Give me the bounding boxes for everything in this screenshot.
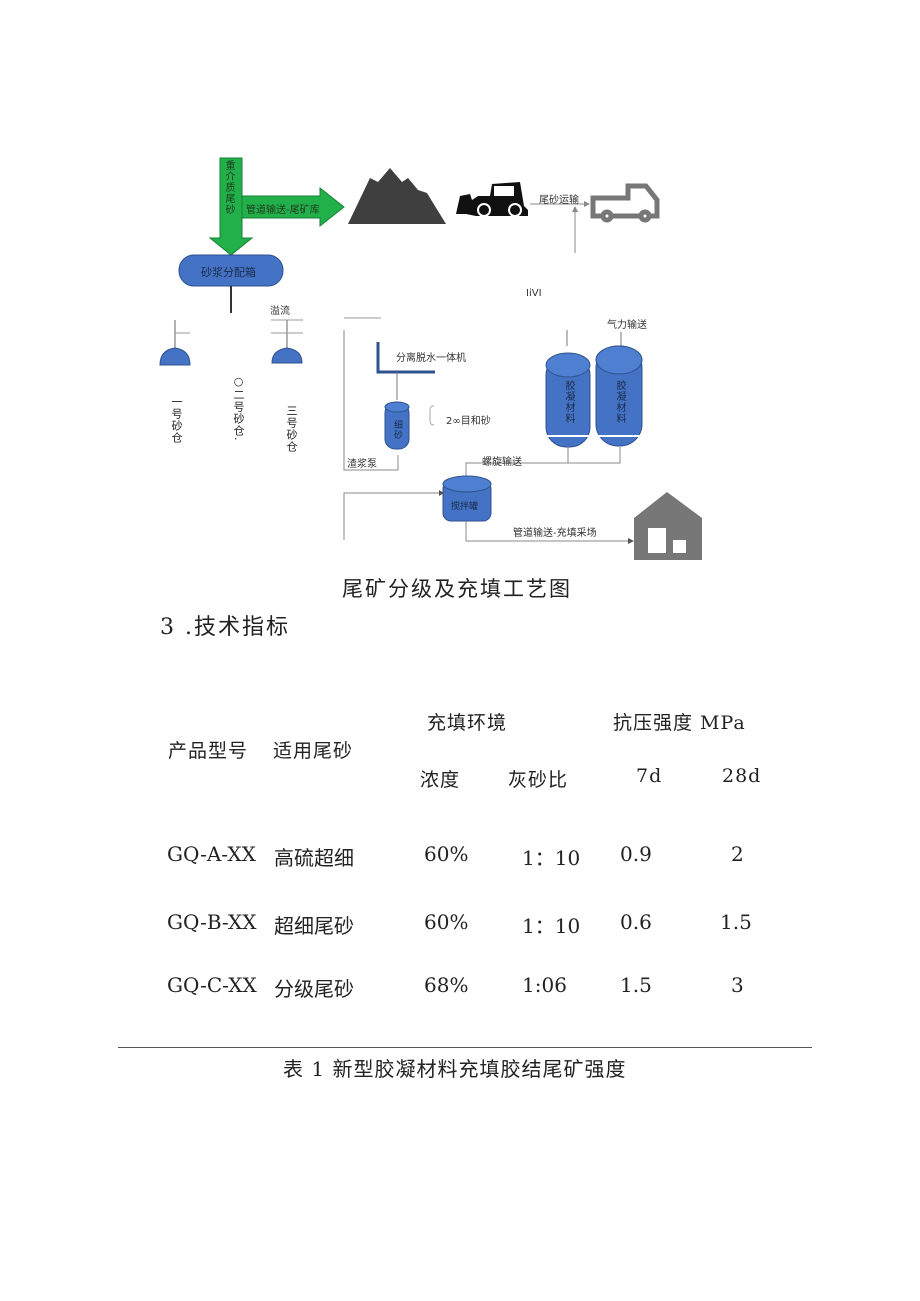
cell-concentration: 68% [424, 973, 469, 997]
header-ratio: 灰砂比 [508, 769, 569, 791]
header-model: 产品型号 [168, 740, 249, 762]
pneumatic-label: 气力输送 [607, 320, 647, 331]
pipe-to-stope-label: 管道输送-充填采场 [513, 528, 597, 539]
cell-7d: 1.5 [620, 973, 652, 997]
fine-sand-tank [384, 401, 410, 450]
binder-silo-2 [595, 345, 643, 447]
header-strength: 抗压强度 MPa [613, 712, 746, 734]
cell-tailings: 高硫超细 [274, 846, 354, 870]
section-heading: 3 .技术指标 [160, 615, 290, 640]
down-arrow-icon [208, 157, 254, 256]
truck-icon [590, 183, 660, 223]
dewatering-label: 分离脱水一体机 [396, 353, 466, 364]
tailings-dam-icon [348, 168, 446, 224]
stray-text: IiVI [526, 288, 542, 299]
cell-28d: 3 [731, 973, 744, 997]
header-concentration: 浓度 [420, 769, 461, 791]
pipe-to-dam-label: 管道输送-尾矿库 [246, 205, 320, 216]
mesh-sand-label: 2∞目和砂 [446, 416, 491, 427]
cell-28d: 2 [731, 842, 744, 866]
mixing-tank-label: 搅拌罐 [451, 502, 479, 512]
bin-3-label: 三号砂仓 [285, 405, 298, 453]
silo-1-label: 胶凝材料 [563, 380, 574, 424]
header-7d: 7d [636, 765, 663, 787]
distributor-label: 砂浆分配箱 [201, 266, 256, 279]
cell-ratio: 1：10 [522, 914, 581, 938]
cell-7d: 0.6 [620, 910, 652, 934]
cell-model: GQ-C-XX [167, 973, 257, 997]
header-28d: 28d [722, 765, 762, 787]
bin-2-label: ○二号砂仓. [232, 375, 245, 442]
cell-ratio: 1：10 [522, 846, 581, 870]
figure-caption: 尾矿分级及充填工艺图 [342, 577, 572, 601]
right-arrow-icon [241, 186, 345, 228]
mixing-tank [442, 475, 492, 522]
cell-concentration: 60% [424, 910, 469, 934]
sand-bin-1 [159, 347, 191, 366]
table-caption: 表 1 新型胶凝材料充填胶结尾矿强度 [283, 1057, 627, 1081]
cell-tailings: 分级尾砂 [274, 977, 354, 1001]
cell-7d: 0.9 [620, 842, 652, 866]
silo-2-label: 胶凝材料 [614, 380, 625, 424]
slurry-pump-label: 渣浆泵 [347, 459, 377, 470]
header-fill-env: 充填环境 [427, 712, 508, 734]
cell-ratio: 1:06 [522, 973, 567, 997]
cell-28d: 1.5 [720, 910, 752, 934]
header-tailings: 适用尾砂 [273, 740, 354, 762]
table-rule [118, 1047, 812, 1048]
cell-model: GQ-B-XX [167, 910, 257, 934]
sand-bin-3 [271, 347, 303, 364]
cell-tailings: 超细尾砂 [274, 914, 354, 938]
bin-1-label: 一号砂仓 [170, 396, 183, 444]
loader-icon [456, 182, 528, 217]
cell-model: GQ-A-XX [167, 842, 256, 866]
fine-sand-label: 细砂 [392, 420, 402, 440]
screw-conveyor-label: 螺旋输送 [482, 457, 522, 468]
tailings-transport-label: 尾砂运输 [539, 195, 579, 206]
overflow-label: 溢流 [270, 306, 290, 317]
cell-concentration: 60% [424, 842, 469, 866]
source-tailings-label: 重介质尾砂 [223, 160, 234, 215]
stope-house-icon [634, 492, 702, 560]
process-flow-diagram: 重介质尾砂 管道输送-尾矿库 尾砂运输 IiVI 砂浆分配箱 溢流 一号砂仓 ○… [0, 0, 920, 570]
